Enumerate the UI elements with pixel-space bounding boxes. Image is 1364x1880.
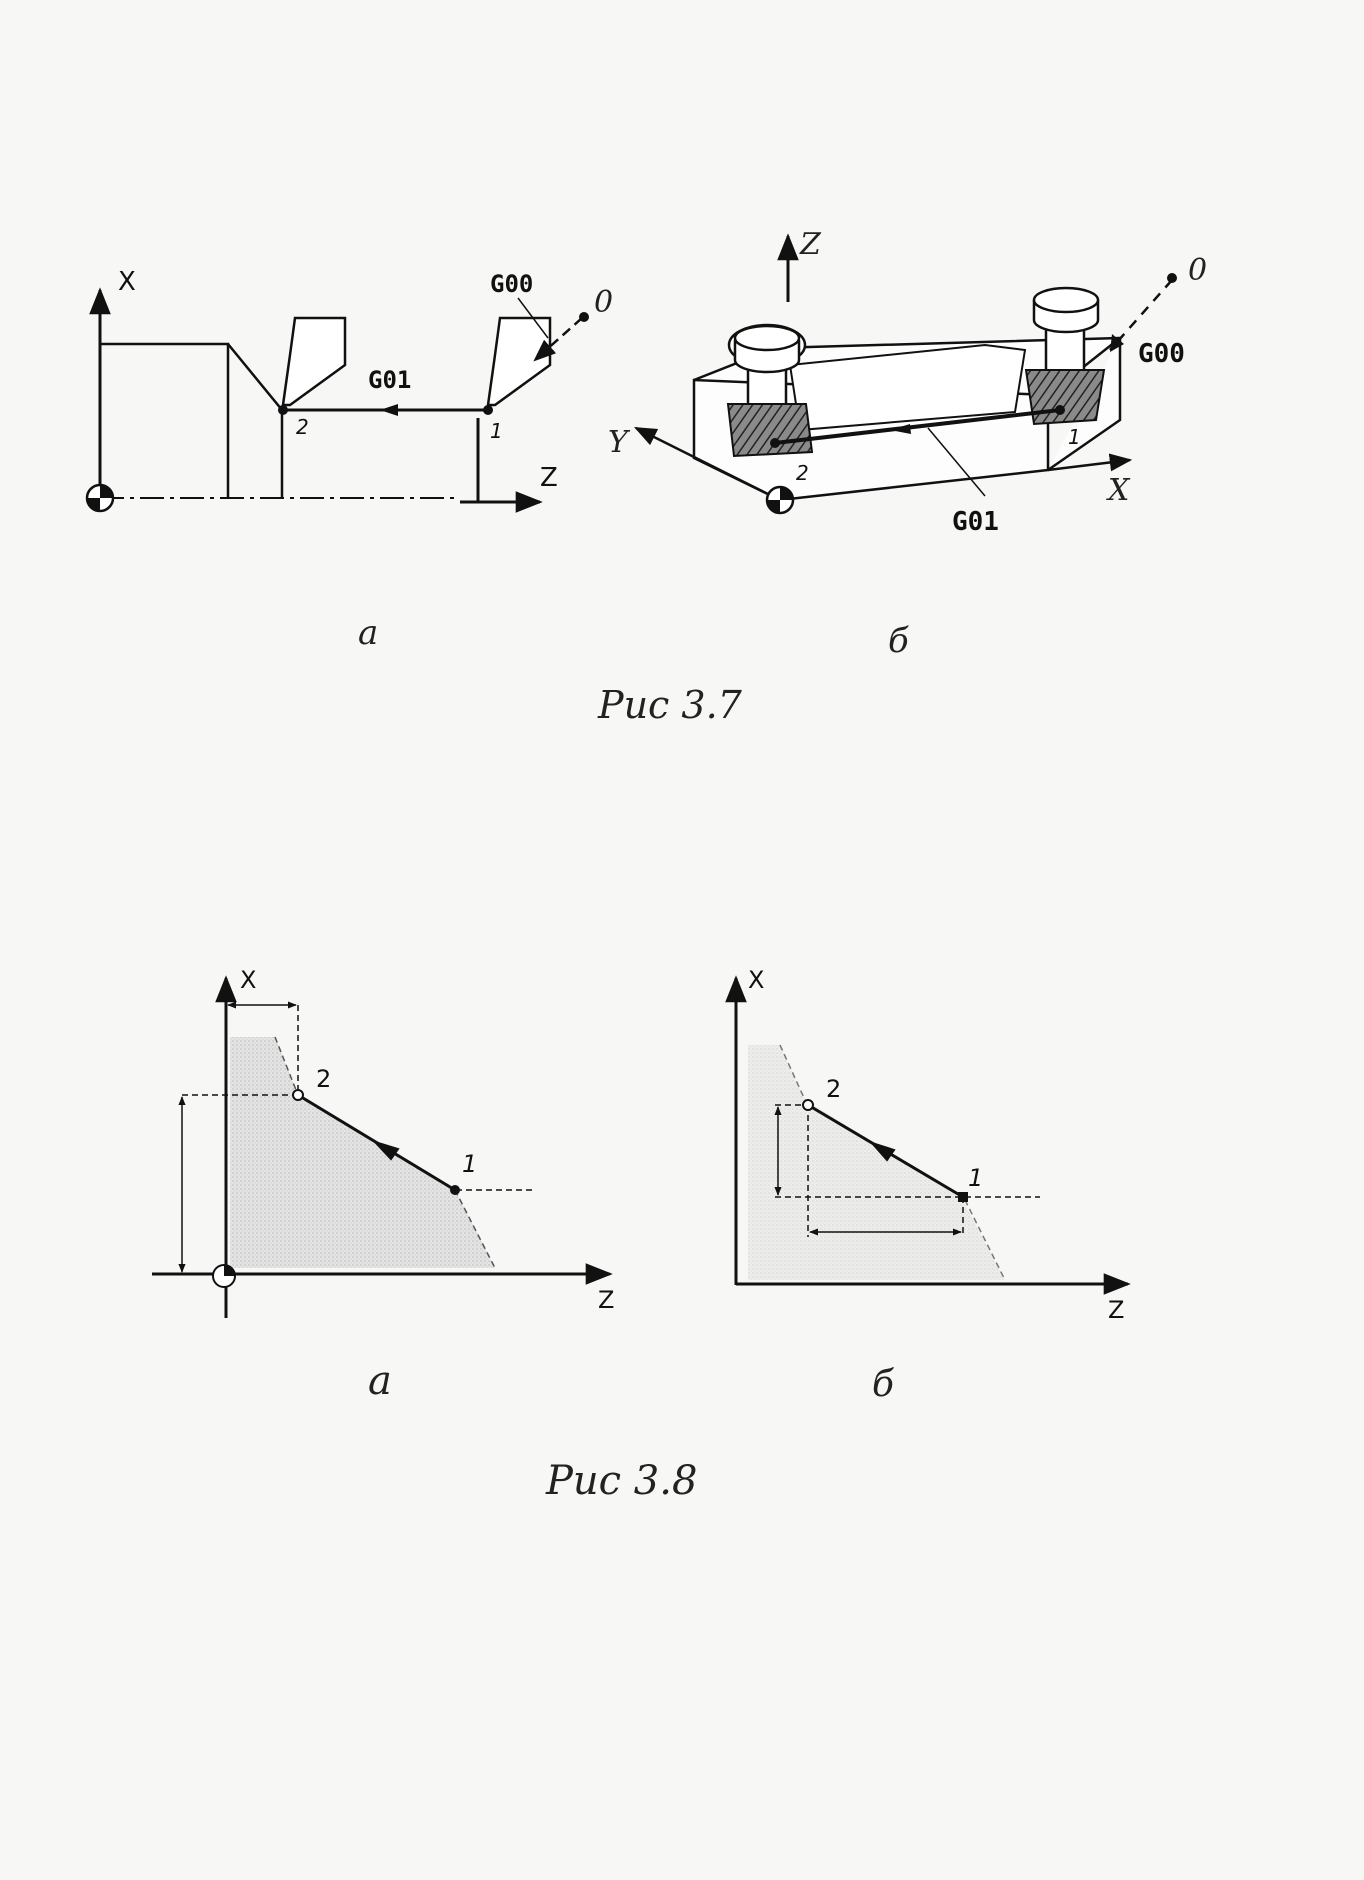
fig38b-point2-marker [802,1099,814,1111]
fig37b-z-label: Z [799,227,822,262]
fig37a-g00-label: G00 [490,270,533,298]
fig38b-x-label: X [748,966,764,994]
fig38a-x-label: X [240,966,256,994]
fig38-sub-b-label: б [872,1364,895,1405]
fig37b-g01-leader [927,427,986,497]
fig37a-point0-label: 0 [594,285,613,320]
fig37a-point1-label: 1 [490,419,503,443]
fig38a-point1-label: 1 [462,1150,477,1178]
fig37a-tool-at-point2 [281,316,347,407]
fig38-caption: Рис 3.8 [545,1458,697,1504]
fig38a-path-arrow [371,1139,400,1161]
fig38b-point2-label: 2 [826,1075,841,1103]
fig38a-point1-marker [450,1185,460,1195]
fig38b-point1-label: 1 [968,1164,983,1192]
fig38-sub-a-label: a [368,1358,392,1404]
fig37b-point2-label: 2 [796,461,809,485]
fig37a-origin-icon [85,483,115,513]
fig37a-point0-marker [579,312,589,322]
fig37a-tool-at-point1 [486,316,552,407]
fig37b-g00-arrow [1110,334,1124,352]
fig38b-path-arrow [868,1140,896,1162]
fig37a-z-label: Z [540,463,558,493]
fig37a-diagram: X Z G01 G00 0 1 [85,267,613,513]
fig37a-g00-leader [517,297,549,339]
fig37b-x-axis [1047,453,1133,472]
fig37a-workpiece [100,342,284,498]
fig37b-cutter-at-point2 [726,323,814,458]
fig37b-origin-icon [765,485,795,515]
fig37b-point2-marker [770,438,780,448]
fig38a-origin-icon [212,1264,236,1288]
fig37-sub-a-label: a [358,613,378,653]
fig37b-y-label: Y [608,425,631,460]
fig38b-part-profile [748,1045,1005,1280]
fig37a-g00-path [533,317,583,362]
fig38a-diagram: X Z 2 1 [152,966,614,1318]
fig37a-x-label: X [118,267,136,297]
fig38a-point2-label: 2 [316,1065,331,1093]
fig37b-point0-marker [1167,273,1177,283]
fig37b-point1-label: 1 [1068,425,1081,449]
fig37a-g01-label: G01 [368,366,411,394]
fig38a-z-label: Z [598,1286,614,1314]
fig37-caption: Рис 3.7 [597,683,743,727]
fig37b-x-label: X [1106,473,1131,508]
fig37a-point2-label: 2 [296,415,309,439]
fig38b-point1-marker [958,1192,968,1202]
fig37b-g01-label: G01 [952,507,999,537]
fig38a-point2-marker [292,1089,304,1101]
fig37b-y-axis [633,426,781,502]
fig38a-part-profile [230,1037,495,1268]
fig37a-point2-marker [278,405,288,415]
fig37b-g01-arrow [890,424,911,434]
fig37-sub-b-label: б [888,621,909,661]
fig37a-point1-marker [483,405,493,415]
fig38b-diagram: X Z 2 1 [725,966,1131,1324]
fig37b-diagram: Z Y X [608,227,1207,537]
fig37b-g01-path [774,408,1061,445]
fig37a-g01-arrow [380,404,398,416]
fig38b-z-label: Z [1108,1296,1124,1324]
fig37b-g00-label: G00 [1138,339,1185,369]
fig37b-point0-label: 0 [1188,253,1207,288]
fig37b-g00-path [1109,279,1173,351]
fig37b-point1-marker [1055,405,1065,415]
